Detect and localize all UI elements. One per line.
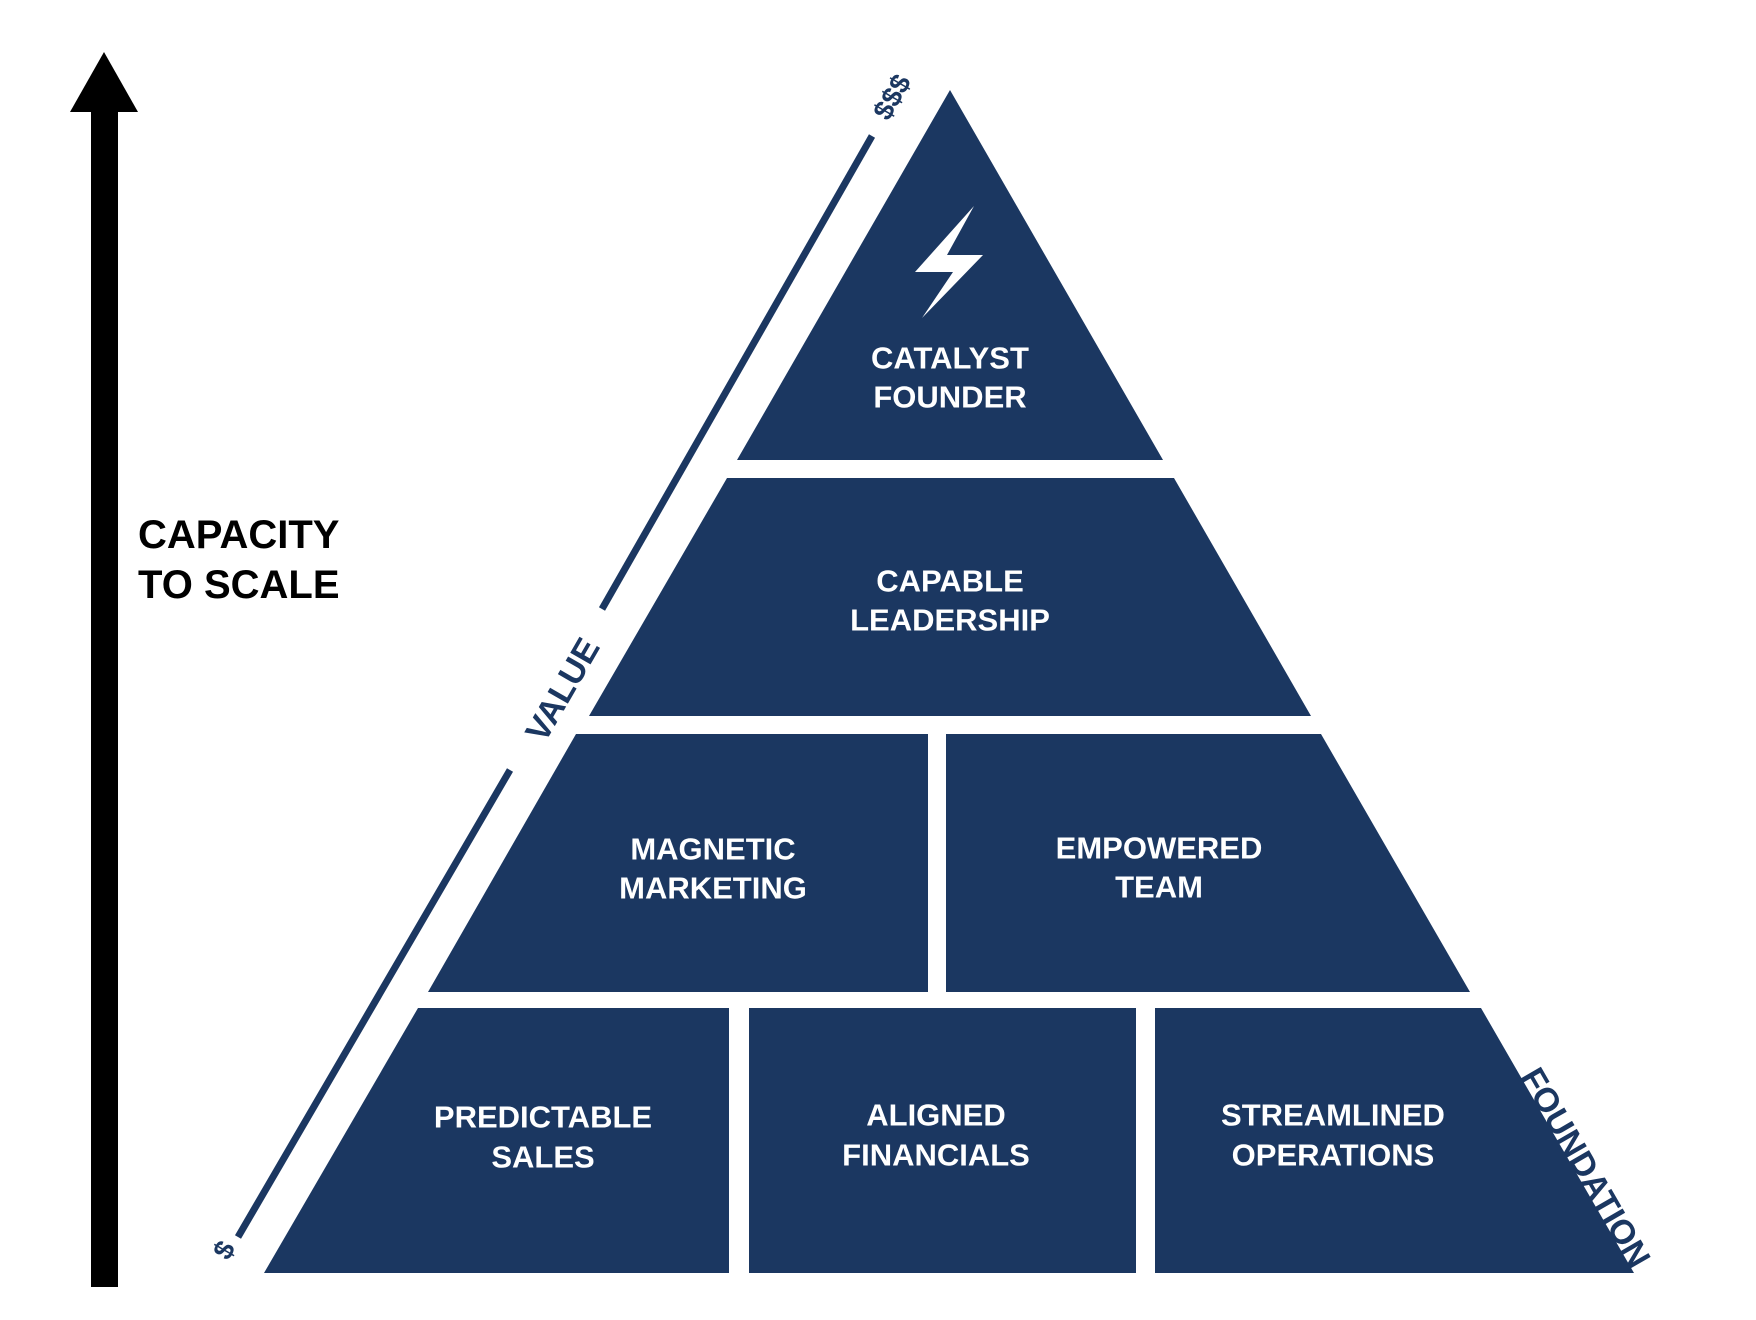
apex-label-line1: CATALYST <box>871 341 1029 376</box>
capacity-arrow-head <box>70 52 138 112</box>
capacity-label-line1: CAPACITY <box>138 513 340 557</box>
level3-left-label-line1: MAGNETIC <box>630 832 795 867</box>
value-line-lower <box>234 768 514 1239</box>
predictable-sales-block <box>264 1008 729 1273</box>
capable-leadership-block <box>589 478 1311 716</box>
level4-left-label-line2: SALES <box>491 1140 594 1175</box>
magnetic-marketing-block <box>428 734 928 992</box>
capacity-arrow-shaft <box>91 110 118 1287</box>
pyramid-apex-block <box>737 90 1163 460</box>
streamlined-operations-block <box>1155 1008 1634 1273</box>
value-line-upper <box>598 134 876 611</box>
capacity-label-line2: TO SCALE <box>138 563 340 607</box>
level4-right-label-line2: OPERATIONS <box>1232 1138 1435 1173</box>
level4-mid-label-line1: ALIGNED <box>866 1098 1006 1133</box>
level3-right-label-line2: TEAM <box>1115 870 1203 905</box>
level4-mid-label-line2: FINANCIALS <box>842 1138 1030 1173</box>
apex-label-line2: FOUNDER <box>873 380 1026 415</box>
level3-right-label-line1: EMPOWERED <box>1056 831 1263 866</box>
aligned-financials-block <box>749 1008 1136 1273</box>
capacity-to-scale-label: CAPACITY TO SCALE <box>138 510 398 610</box>
empowered-team-block <box>946 734 1470 992</box>
level4-left-label-line1: PREDICTABLE <box>434 1100 652 1135</box>
level3-left-label-line2: MARKETING <box>619 871 807 906</box>
level4-right-label-line1: STREAMLINED <box>1221 1098 1445 1133</box>
level2-label-line1: CAPABLE <box>876 564 1024 599</box>
level2-label-line2: LEADERSHIP <box>850 603 1050 638</box>
lightning-bolt-icon <box>915 206 983 318</box>
value-low-label: $ <box>207 1235 242 1264</box>
value-high-label: $$$ <box>867 69 917 125</box>
value-label: VALUE <box>518 632 607 749</box>
